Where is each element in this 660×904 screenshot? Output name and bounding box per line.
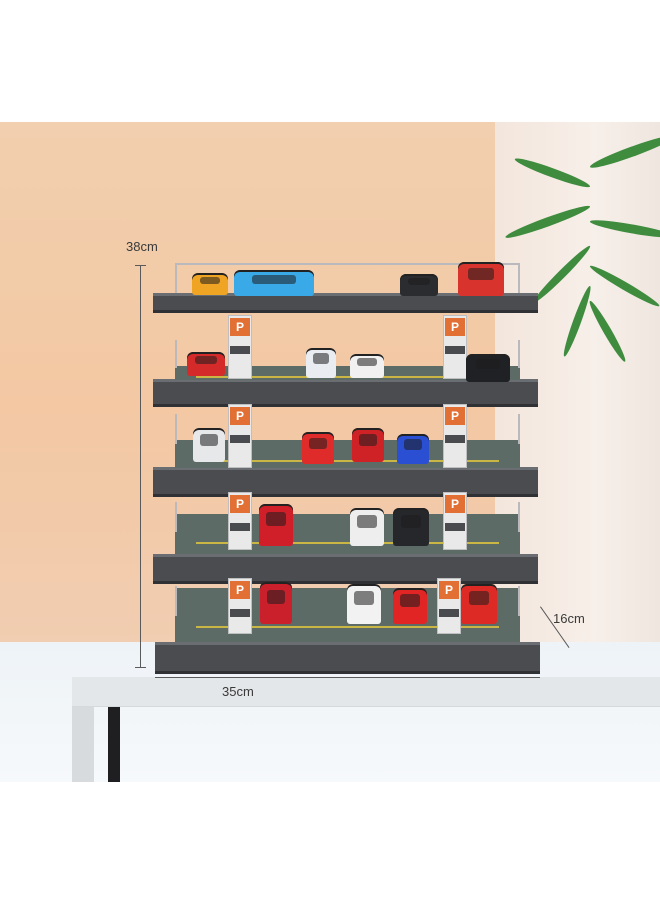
height-dimension-line (140, 265, 141, 667)
toy-car (397, 434, 429, 464)
parking-pillar: P (443, 315, 467, 379)
height-label: 38cm (126, 239, 158, 254)
tier-2 (153, 379, 538, 404)
tier-4 (153, 554, 538, 581)
tier-1 (153, 293, 538, 310)
parking-sign: P (439, 581, 459, 599)
toy-car (352, 428, 384, 462)
parking-pillar: P (443, 492, 467, 550)
width-label: 35cm (222, 684, 254, 699)
parking-sign: P (230, 407, 250, 425)
parking-pillar: P (437, 578, 461, 634)
parking-pillar: P (228, 578, 252, 634)
toy-car (458, 262, 504, 296)
toy-car (393, 588, 427, 624)
width-dimension-line (155, 677, 540, 678)
parking-pillar: P (228, 492, 252, 550)
parking-sign: P (230, 318, 250, 336)
toy-car (347, 584, 381, 624)
parking-pillar: P (228, 315, 252, 379)
tier-5 (155, 642, 540, 671)
parking-sign: P (230, 495, 250, 513)
toy-car (350, 508, 384, 546)
depth-label: 16cm (553, 611, 585, 626)
toy-car (400, 274, 438, 296)
parking-sign: P (230, 581, 250, 599)
palm-plant (503, 122, 660, 382)
toy-car (193, 428, 225, 462)
toy-car (192, 273, 228, 295)
toy-car (234, 270, 314, 296)
toy-car (466, 354, 510, 382)
toy-car (260, 582, 292, 624)
parking-sign: P (445, 318, 465, 336)
toy-car (259, 504, 293, 546)
toy-car (350, 354, 384, 378)
toy-car (187, 352, 225, 376)
parking-sign: P (445, 407, 465, 425)
toy-car (302, 432, 334, 464)
product-photo: 38cm 35cm 16cm P P (0, 122, 660, 782)
table-top (72, 677, 660, 707)
toy-car (461, 584, 497, 624)
parking-pillar: P (443, 404, 467, 468)
parking-sign: P (445, 495, 465, 513)
toy-car (393, 508, 429, 546)
parking-pillar: P (228, 404, 252, 468)
table-leg-shadow (108, 707, 120, 782)
table-leg (72, 707, 94, 782)
toy-car (306, 348, 336, 378)
tier-3 (153, 467, 538, 494)
